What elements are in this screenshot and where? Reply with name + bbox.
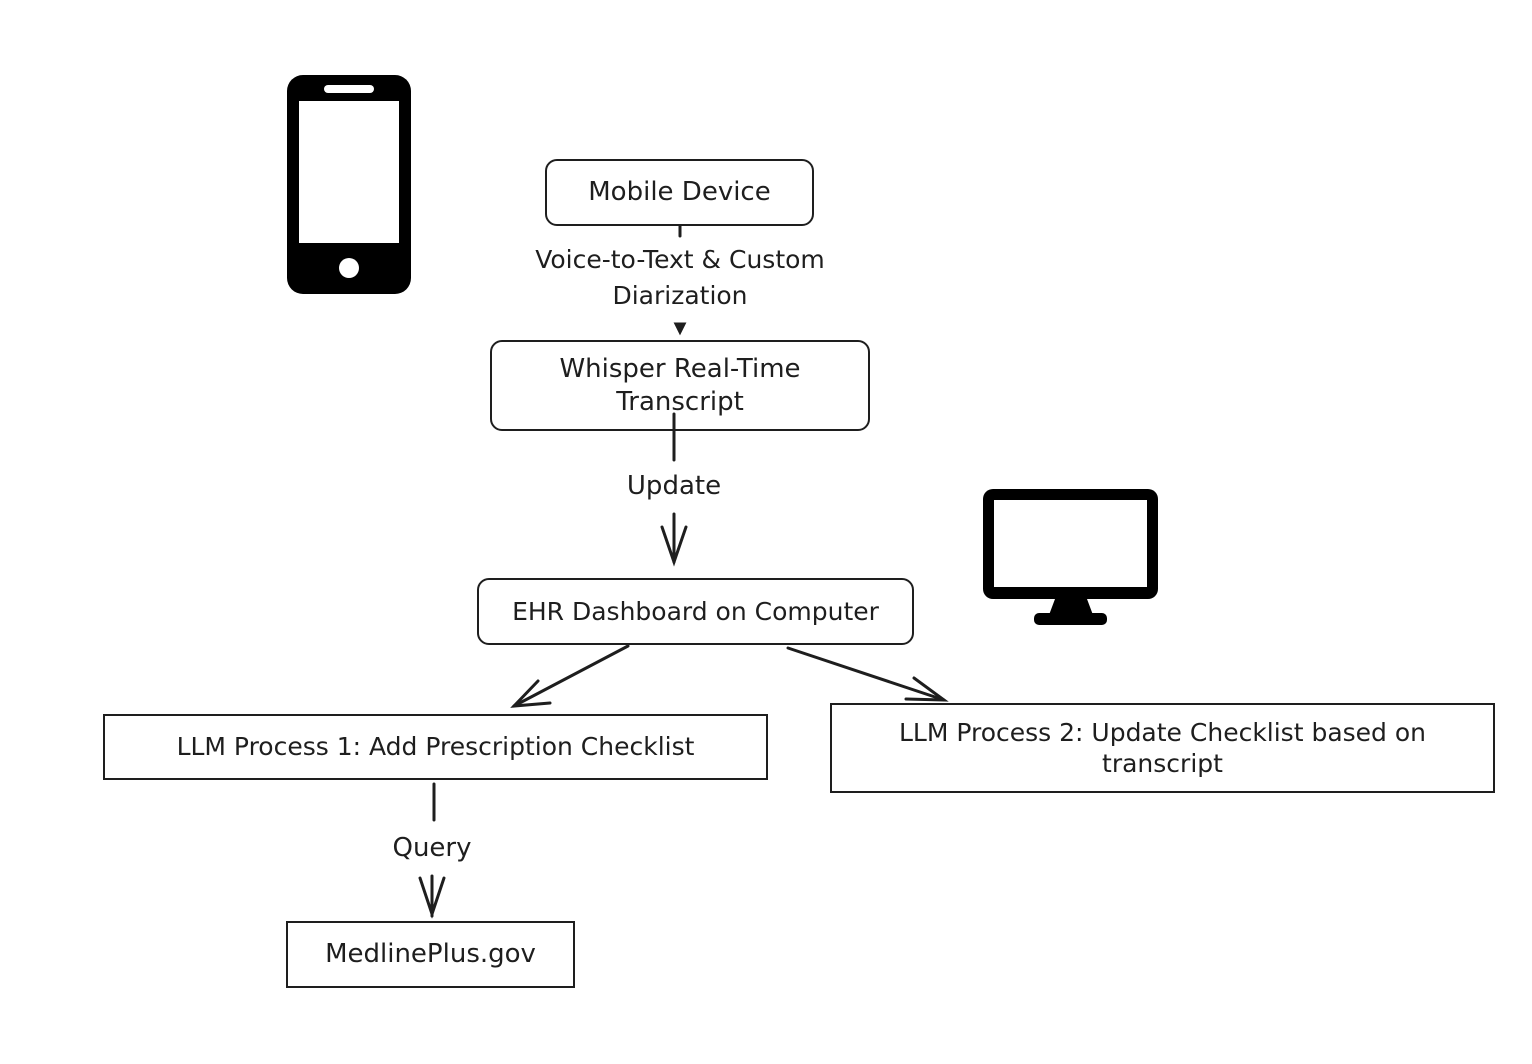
node-whisper-transcript[interactable]: Whisper Real-Time Transcript xyxy=(490,340,870,431)
node-medlineplus[interactable]: MedlinePlus.gov xyxy=(286,921,575,988)
node-mobile-device[interactable]: Mobile Device xyxy=(545,159,814,226)
edge-whisper-to-ehr-arrowhead xyxy=(660,525,688,567)
node-ehr-dashboard[interactable]: EHR Dashboard on Computer xyxy=(477,578,914,645)
node-llm-process-2-label: LLM Process 2: Update Checklist based on… xyxy=(898,717,1427,778)
edge-label-voice-to-text: Voice-to-Text & Custom Diarization xyxy=(530,242,830,314)
node-llm-process-2[interactable]: LLM Process 2: Update Checklist based on… xyxy=(830,703,1495,793)
edge-mobile-to-whisper-arrowhead xyxy=(673,322,687,336)
node-medlineplus-label: MedlinePlus.gov xyxy=(325,939,536,970)
edge-label-query: Query xyxy=(372,830,492,866)
edge-ehr-to-llm1-arrowhead xyxy=(510,679,552,708)
node-whisper-transcript-label: Whisper Real-Time Transcript xyxy=(559,354,801,417)
edge-ehr-to-llm2 xyxy=(786,646,946,702)
edge-llm1-to-medline-arrowhead xyxy=(418,876,446,919)
edge-ehr-to-llm2-arrowhead xyxy=(904,676,949,702)
node-mobile-device-label: Mobile Device xyxy=(588,177,771,208)
node-llm-process-1-label: LLM Process 1: Add Prescription Checklis… xyxy=(176,732,695,762)
desktop-monitor-icon xyxy=(983,489,1158,625)
edge-ehr-to-llm1 xyxy=(512,644,630,708)
node-llm-process-1[interactable]: LLM Process 1: Add Prescription Checklis… xyxy=(103,714,768,780)
smartphone-icon xyxy=(287,75,411,294)
node-ehr-dashboard-label: EHR Dashboard on Computer xyxy=(512,596,879,626)
edge-label-update: Update xyxy=(604,468,744,504)
